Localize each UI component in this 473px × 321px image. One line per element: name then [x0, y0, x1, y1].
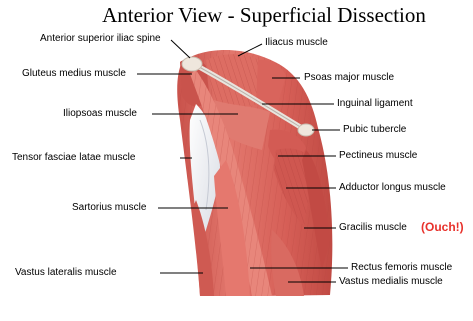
pubic-tubercle-bone: [298, 124, 314, 136]
label-gluteus-medius: Gluteus medius muscle: [22, 68, 126, 80]
label-pectineus: Pectineus muscle: [339, 150, 417, 162]
label-pubic-tubercle: Pubic tubercle: [343, 124, 406, 136]
label-gracilis: Gracilis muscle: [339, 222, 407, 234]
asis-bone: [182, 57, 202, 71]
label-iliopsoas: Iliopsoas muscle: [63, 108, 137, 120]
ouch-annotation: (Ouch!): [421, 220, 464, 234]
label-vastus-medialis: Vastus medialis muscle: [339, 276, 443, 288]
label-rectus-femoris: Rectus femoris muscle: [351, 262, 452, 274]
label-adductor-longus: Adductor longus muscle: [339, 182, 446, 194]
label-inguinal-ligament: Inguinal ligament: [337, 98, 413, 110]
label-psoas-major: Psoas major muscle: [304, 72, 394, 84]
label-iliacus: Iliacus muscle: [265, 37, 328, 49]
label-sartorius: Sartorius muscle: [72, 202, 146, 214]
label-asis: Anterior superior iliac spine: [40, 33, 161, 45]
label-tensor-fasciae-latae: Tensor fasciae latae muscle: [12, 152, 135, 164]
label-vastus-lateralis: Vastus lateralis muscle: [15, 267, 117, 279]
